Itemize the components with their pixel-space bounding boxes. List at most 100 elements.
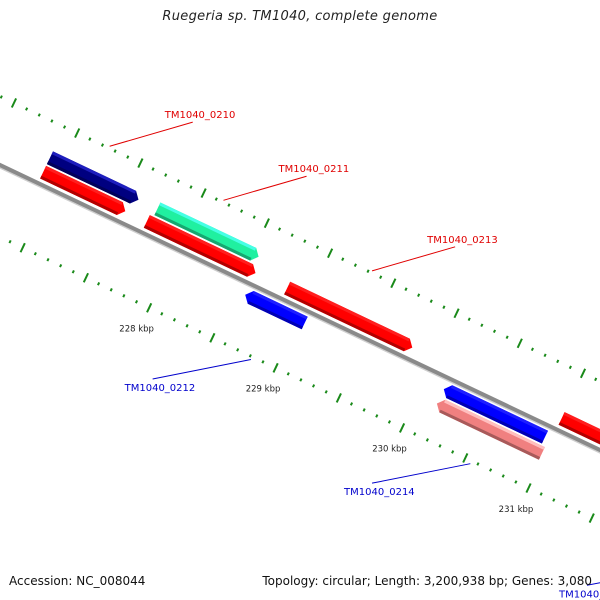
tick-mark <box>312 384 316 388</box>
tick-mark <box>200 188 207 199</box>
kbp-label: 231 kbp <box>499 505 534 515</box>
cds-feature-tm1040_0210[interactable] <box>46 151 139 204</box>
tick-mark <box>277 227 282 231</box>
tick-mark <box>62 125 67 129</box>
tick-mark <box>261 360 265 364</box>
feature-label[interactable]: TM1040_0216 <box>558 589 600 600</box>
tick-mark <box>467 317 471 322</box>
cds-bevel-shadow <box>143 225 249 277</box>
tick-mark <box>453 308 460 319</box>
tick-mark <box>82 272 89 283</box>
cds-bevel-shadow <box>558 422 600 445</box>
feature-label[interactable]: TM1040_0210 <box>164 110 236 121</box>
cds-arrow[interactable] <box>443 385 548 444</box>
cds-arrow[interactable] <box>40 165 126 215</box>
accession-text: Accession: NC_008044 <box>9 574 146 588</box>
tick-mark <box>577 510 581 514</box>
tick-mark <box>37 113 41 117</box>
kbp-label: 228 kbp <box>119 325 154 335</box>
tick-mark <box>290 233 294 237</box>
tick-mark <box>46 257 50 262</box>
cds-bevel-highlight <box>444 399 545 450</box>
cds-bevel-highlight <box>252 291 308 320</box>
tick-mark <box>514 480 518 484</box>
tick-mark <box>492 329 497 334</box>
cds-feature[interactable] <box>143 215 256 277</box>
tick-mark <box>579 368 587 379</box>
tick-mark <box>272 362 279 373</box>
cds-arrow[interactable] <box>46 151 139 204</box>
tick-mark <box>543 353 547 358</box>
tick-mark <box>286 372 290 376</box>
tick-mark <box>335 392 342 403</box>
tick-mark <box>530 347 534 352</box>
cds-bevel-highlight <box>44 165 123 205</box>
tick-mark <box>263 218 270 229</box>
tick-mark <box>425 438 429 442</box>
label-leader-line <box>223 175 307 201</box>
cds-bevel-shadow <box>154 212 252 261</box>
cds-arrow[interactable] <box>143 215 256 277</box>
tick-mark <box>172 318 176 322</box>
tick-mark <box>10 98 18 108</box>
cds-feature-tm1040_0214[interactable] <box>443 385 548 444</box>
tick-mark <box>248 354 252 358</box>
tick-mark <box>501 474 505 478</box>
map-title: Ruegeria sp. TM1040, complete genome <box>162 9 438 24</box>
feature-label[interactable]: TM1040_0213 <box>426 235 498 246</box>
tick-mark <box>568 365 572 370</box>
tick-mark <box>413 432 417 436</box>
tick-mark <box>109 288 113 292</box>
feature-label[interactable]: TM1040_0214 <box>343 487 415 498</box>
tick-mark <box>97 281 101 286</box>
tick-mark <box>451 450 455 454</box>
kbp-label: 229 kbp <box>246 385 281 395</box>
cds-bevel-highlight <box>288 281 410 342</box>
tick-mark <box>315 245 320 249</box>
tick-mark <box>429 299 433 303</box>
tick-mark <box>126 155 130 159</box>
tick-mark <box>564 504 569 508</box>
tick-mark <box>134 300 139 304</box>
cds-feature-tm1040_0212[interactable] <box>245 291 308 330</box>
tick-mark <box>227 203 231 207</box>
tick-mark <box>462 453 469 463</box>
tick-mark <box>252 215 256 219</box>
tick-mark <box>176 179 180 183</box>
cds-feature[interactable] <box>40 165 126 215</box>
tick-mark <box>375 414 379 418</box>
cds-arrow[interactable] <box>436 399 545 460</box>
tick-mark <box>303 239 307 243</box>
tick-mark <box>539 492 543 496</box>
cds-bevel-shadow <box>247 301 303 330</box>
feature-label[interactable]: TM1040_0211 <box>278 164 350 175</box>
tick-mark <box>74 128 81 138</box>
feature-label[interactable]: TM1040_0212 <box>124 383 196 394</box>
tick-mark <box>505 335 509 340</box>
cds-bevel-highlight <box>159 202 257 251</box>
cds-bevel-highlight <box>563 412 600 433</box>
label-leader-line <box>152 358 252 380</box>
tick-mark <box>151 167 155 171</box>
kbp-label: 230 kbp <box>372 445 407 455</box>
cds-bevel-shadow <box>439 409 541 460</box>
cds-feature[interactable] <box>436 399 545 460</box>
cds-feature-tm1040_0215[interactable] <box>558 412 600 453</box>
tick-mark <box>0 95 3 99</box>
tick-mark <box>164 173 168 177</box>
cds-bevel-shadow <box>46 161 132 204</box>
tick-mark <box>324 390 328 394</box>
cds-feature-tm1040_0213[interactable] <box>284 281 413 352</box>
tick-mark <box>404 287 408 291</box>
tick-mark <box>214 197 218 201</box>
cds-arrow[interactable] <box>245 291 308 330</box>
cds-arrow[interactable] <box>154 202 259 261</box>
tick-mark <box>19 242 26 253</box>
cds-bevel-shadow <box>40 175 119 215</box>
tick-mark <box>556 359 560 364</box>
cds-feature-tm1040_0211[interactable] <box>154 202 259 261</box>
tick-mark <box>390 278 397 289</box>
tick-mark <box>160 312 164 316</box>
cds-arrow[interactable] <box>284 281 413 352</box>
